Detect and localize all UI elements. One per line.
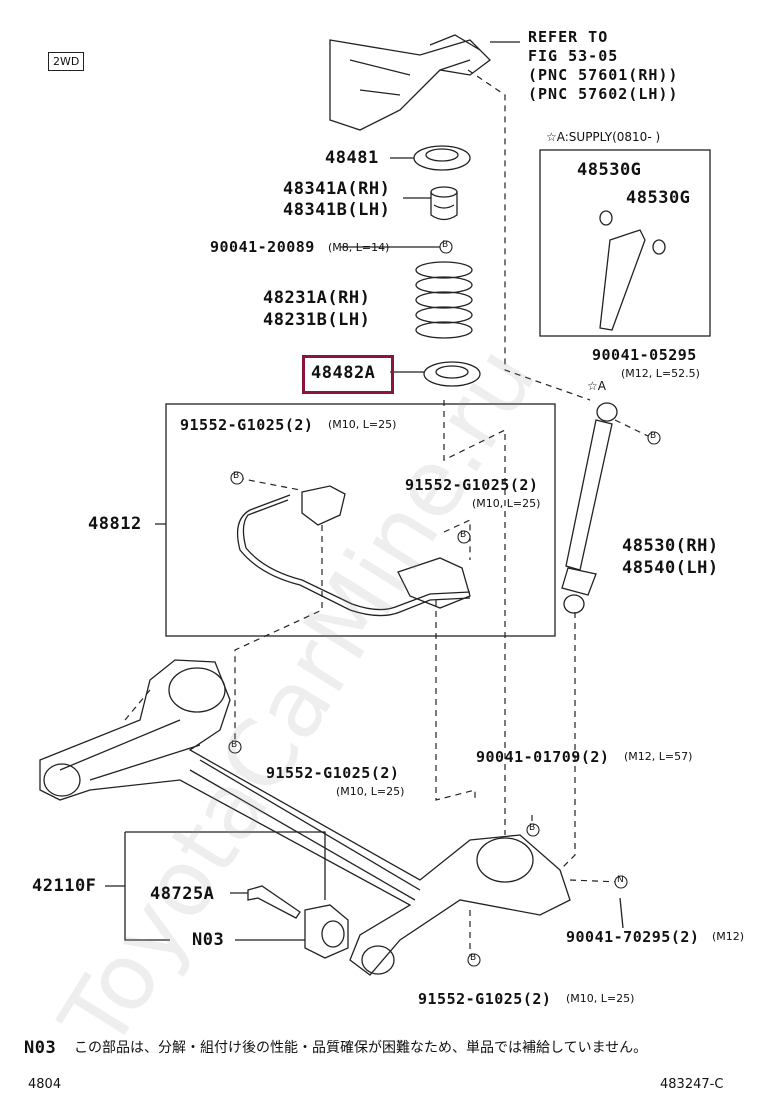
stabilizer-box <box>165 403 556 637</box>
part-48530g[interactable]: 48530G <box>577 160 642 180</box>
part-90041-01709-spec: (M12, L=57) <box>624 750 693 763</box>
part-48481[interactable]: 48481 <box>325 148 379 168</box>
footer-illustration-number: 483247-C <box>660 1077 724 1092</box>
footnote-text: この部品は、分解・組付け後の性能・品質確保が困難なため、単品では補給していません… <box>74 1040 648 1056</box>
part-48482a[interactable]: 48482A <box>311 363 376 383</box>
part-48341a[interactable]: 48341A(RH) <box>283 179 391 199</box>
marker-b: B <box>470 953 477 963</box>
footnote-code: N03 <box>24 1038 57 1058</box>
part-90041-70295[interactable]: 90041-70295(2) <box>566 928 700 946</box>
part-48231b[interactable]: 48231B(LH) <box>263 310 371 330</box>
refer-line-1: REFER TO <box>528 28 609 46</box>
part-90041-20089-spec: (M8, L=14) <box>328 241 390 254</box>
part-91552-g1025[interactable]: 91552-G1025(2) <box>418 990 552 1008</box>
part-48530g[interactable]: 48530G <box>626 188 691 208</box>
bushing <box>304 904 349 959</box>
marker-n: N <box>617 875 624 885</box>
marker-b: B <box>233 471 240 481</box>
part-91552-g1025[interactable]: 91552-G1025(2) <box>180 416 314 434</box>
part-91552-g1025[interactable]: 91552-G1025(2) <box>266 764 400 782</box>
body-panel <box>329 39 491 131</box>
marker-b: B <box>460 530 467 540</box>
part-91552-g1025-spec: (M10, L=25) <box>472 497 541 510</box>
part-48231a[interactable]: 48231A(RH) <box>263 288 371 308</box>
part-91552-g1025-spec: (M10, L=25) <box>566 992 635 1005</box>
marker-b: B <box>529 823 536 833</box>
part-91552-g1025-spec: (M10, L=25) <box>328 418 397 431</box>
part-n03[interactable]: N03 <box>192 930 225 950</box>
supply-box <box>539 149 711 337</box>
part-48812[interactable]: 48812 <box>88 514 142 534</box>
part-48530[interactable]: 48530(RH) <box>622 536 719 556</box>
bolt <box>247 885 301 919</box>
supply-marker: ☆A <box>587 379 606 393</box>
footer-page: 4804 <box>28 1077 62 1092</box>
refer-line-3: (PNC 57601(RH)) <box>528 66 679 84</box>
part-90041-05295-spec: (M12, L=52.5) <box>621 367 700 380</box>
part-48540[interactable]: 48540(LH) <box>622 558 719 578</box>
part-91552-g1025-spec: (M10, L=25) <box>336 785 405 798</box>
marker-b: B <box>650 431 657 441</box>
spring-insulator <box>423 361 481 387</box>
bound-stopper <box>430 186 458 221</box>
part-91552-g1025[interactable]: 91552-G1025(2) <box>405 476 539 494</box>
part-42110f[interactable]: 42110F <box>32 876 97 896</box>
part-90041-70295-spec: (M12) <box>712 930 745 943</box>
highlight-box <box>302 355 394 394</box>
part-90041-05295[interactable]: 90041-05295 <box>592 346 697 364</box>
rear-axle-beam <box>39 659 571 976</box>
stabilizer-bar <box>236 494 471 617</box>
marker-b: B <box>442 240 449 250</box>
part-90041-01709[interactable]: 90041-01709(2) <box>476 748 610 766</box>
part-48341b[interactable]: 48341B(LH) <box>283 200 391 220</box>
refer-line-2: FIG 53-05 <box>528 47 619 65</box>
supply-note: ☆A:SUPPLY(0810- ) <box>546 130 661 144</box>
part-48725a[interactable]: 48725A <box>150 884 215 904</box>
axle-bracket-line <box>124 831 326 941</box>
coil-spring <box>415 261 473 339</box>
shock-absorber <box>561 402 618 614</box>
part-90041-20089[interactable]: 90041-20089 <box>210 238 315 256</box>
marker-b: B <box>231 740 238 750</box>
drive-type-badge: 2WD <box>48 52 85 71</box>
refer-line-4: (PNC 57602(LH)) <box>528 85 679 103</box>
